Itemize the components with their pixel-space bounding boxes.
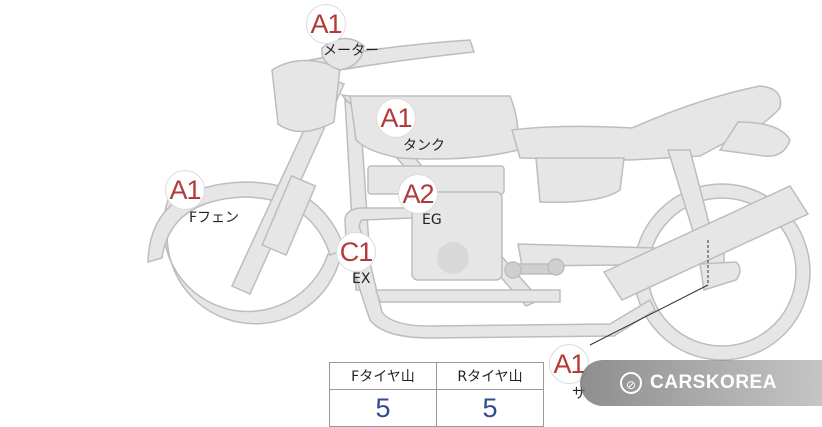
- label-tank: タンク: [403, 138, 445, 154]
- tread-header-front: Fタイヤ山: [329, 362, 437, 390]
- muffler: [602, 185, 810, 301]
- label-exhaust: EX: [352, 271, 371, 287]
- grade-badge-exhaust: C1: [336, 232, 376, 272]
- grade-badge-meter: A1: [306, 4, 346, 44]
- watermark-text: CARSKOREA: [650, 372, 777, 393]
- carskorea-logo-icon: ⊘: [620, 372, 642, 394]
- grade-badge-engine: A2: [398, 174, 438, 214]
- tread-value-rear: 5: [436, 389, 544, 427]
- tread-value-front: 5: [329, 389, 437, 427]
- engine: [411, 191, 503, 281]
- label-front-fender: Fフェン: [189, 210, 240, 226]
- tread-header-rear: Rタイヤ山: [436, 362, 544, 390]
- grade-badge-tank: A1: [376, 98, 416, 138]
- side-cover: [535, 157, 625, 203]
- tire-tread-table: Fタイヤ山 Rタイヤ山 5 5: [329, 362, 544, 427]
- label-meter: メーター: [323, 43, 379, 59]
- grade-badge-front-fender: A1: [165, 170, 205, 210]
- exhaust-pipe: [344, 207, 656, 339]
- carskorea-watermark: ⊘ CARSKOREA: [580, 360, 822, 406]
- meter: [321, 37, 365, 71]
- label-engine: EG: [422, 212, 442, 228]
